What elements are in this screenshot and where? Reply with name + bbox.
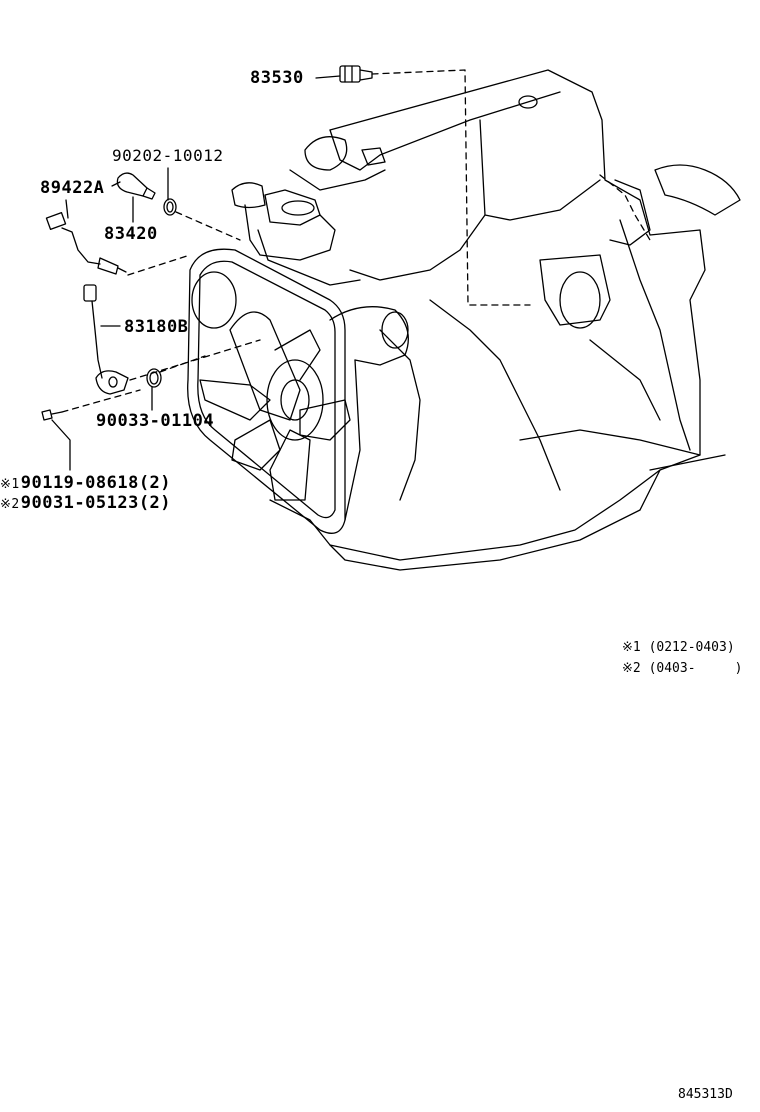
engine-block	[269, 69, 741, 571]
switch-83420-shape	[116, 172, 156, 200]
bolt-90119-shape	[41, 409, 63, 421]
part-number-90119-08618[interactable]: ※190119-08618(2)	[0, 473, 171, 495]
note-2: ※2 (0403- )	[622, 661, 742, 677]
note-2-mark: ※2	[622, 661, 641, 676]
installation-dashes	[61, 69, 651, 413]
part-number-90031-text: 90031-05123(2)	[20, 493, 172, 513]
o-ring-90033-shape	[146, 368, 162, 388]
part-number-83180b[interactable]: 83180B	[124, 317, 189, 337]
sensor-89422-shape	[45, 211, 127, 275]
figure-code: 845313D	[678, 1087, 733, 1102]
part-number-90033-01104[interactable]: 90033-01104	[96, 411, 215, 431]
part-number-90031-05123[interactable]: ※290031-05123(2)	[0, 493, 171, 515]
marker-1: ※1	[0, 477, 20, 492]
note-1-text: (0212-0403)	[648, 640, 735, 655]
fan-assembly	[187, 248, 409, 534]
sensor-83180-shape	[83, 284, 129, 395]
part-number-83530[interactable]: 83530	[250, 68, 304, 88]
note-2-text: (0403- )	[648, 661, 743, 676]
note-1-mark: ※1	[622, 640, 641, 655]
part-number-90119-text: 90119-08618(2)	[20, 473, 172, 493]
part-number-90202-10012[interactable]: 90202-10012	[112, 146, 224, 165]
switch-83530-shape	[339, 65, 373, 83]
water-outlet	[231, 182, 361, 286]
part-number-89422a[interactable]: 89422A	[40, 178, 105, 198]
marker-2: ※2	[0, 497, 20, 512]
part-number-83420[interactable]: 83420	[104, 224, 158, 244]
leader-lines	[51, 75, 341, 471]
gasket-90202-shape	[163, 198, 177, 216]
note-1: ※1 (0212-0403)	[622, 640, 735, 656]
